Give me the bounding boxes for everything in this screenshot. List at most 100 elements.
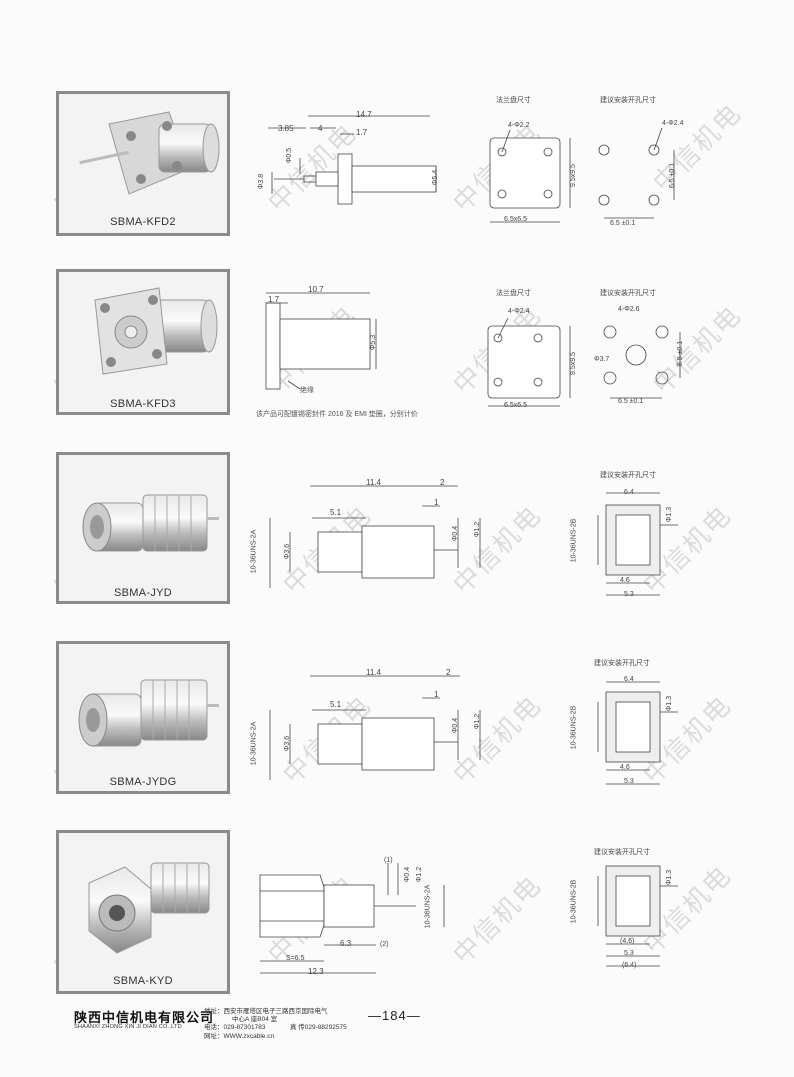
dim-p2: (2)	[380, 941, 389, 948]
mount-width: 6.5 ±0.1	[618, 398, 644, 405]
dim-thread: 10-36UNS-2A	[250, 721, 258, 766]
mount-thread: 10-36UNS-2B	[570, 518, 578, 563]
dim-d2: Φ1.2	[416, 866, 424, 883]
product-photo: SBMA-JYDG	[56, 641, 230, 794]
mount-dim-1: 6.4	[624, 676, 634, 683]
flange-height: 9.5x9.5	[569, 164, 577, 187]
flange-height: 9.5x9.5	[569, 352, 577, 375]
dim-d3: Φ5.4	[432, 169, 440, 186]
flange-caption: 法兰盘尺寸	[496, 97, 531, 104]
dim-total: 11.4	[366, 478, 381, 487]
side-drawing: 10.7 1.7 Φ5.3 绝缘	[258, 285, 398, 400]
mount-thread: 10-36UNS-2B	[570, 879, 578, 924]
mount-thread: 10-36UNS-2B	[570, 705, 578, 750]
dim-p1: (1)	[384, 857, 393, 864]
product-photo: SBMA-KFD2	[56, 91, 230, 236]
dim-d2: Φ3.8	[258, 173, 266, 190]
side-drawing: 11.4 2 5.1 1 Φ0.4 Φ1.2 Φ3.6 10-36UNS-2A	[250, 478, 502, 613]
hole-caption: 建议安装开孔尺寸	[600, 472, 656, 479]
product-name: SBMA-JYD	[113, 587, 173, 599]
connector-illustration	[82, 494, 219, 552]
dim-d1: Φ0.5	[286, 147, 294, 164]
dim-total: 10.7	[308, 285, 324, 294]
mount-drawing: 6.4 4.6 5.3 Φ1.3 10-36UNS-2B	[570, 672, 690, 797]
dim-mid: 6.3	[340, 939, 352, 948]
mount-dim-4: Φ1.3	[666, 695, 674, 712]
mount-dim-3: 5.3	[624, 950, 634, 957]
dim-c: 1.7	[356, 128, 368, 137]
product-name: SBMA-KFD3	[110, 398, 176, 410]
phone: 电话：029-87301783	[204, 1024, 266, 1031]
mount-dim-2: 4.6	[620, 764, 630, 771]
mount-height: 6.5 ±0.1	[669, 162, 677, 189]
dim-c: 1	[434, 498, 439, 507]
address-line-1: 地址：西安市雁塔区电子三路西京国际电气	[204, 1008, 328, 1015]
dim-b: 4	[318, 124, 323, 133]
product-note: 该产品可配镀锡密封件 2016 及 EMI 垫圈，分别计价	[256, 411, 418, 418]
dim-thread: 10-36UNS-2A	[250, 529, 258, 574]
connector-illustration	[88, 862, 210, 954]
side-drawing: 14.7 3.85 4 1.7 Φ0.5 Φ3.8 Φ5.4	[258, 108, 458, 233]
product-name: SBMA-KFD2	[110, 216, 176, 228]
dim-a: 2	[446, 668, 451, 677]
product-photo: SBMA-KYD	[56, 830, 230, 994]
dim-total: 14.7	[356, 110, 372, 119]
mount-dim-3: 5.3	[624, 778, 634, 785]
mount-drawing: 4-Φ2.6 Φ3.7 6.5 ±0.1 6.5 ±0.1	[584, 300, 694, 425]
dim-d1: Φ0.4	[452, 717, 460, 734]
product-photo: SBMA-KFD3	[56, 269, 230, 415]
address-line-2: 中心A 座B04 室	[232, 1016, 278, 1023]
mount-dim-1: 6.4	[624, 489, 634, 496]
dim-d2: Φ1.2	[474, 713, 482, 730]
mount-hole: 4-Φ2.4	[662, 120, 684, 127]
dim-c: 1	[434, 690, 439, 699]
flange-drawing: 4-Φ2.2 6.5x6.5 9.5x9.5	[474, 110, 584, 235]
company-name-en: SHAANXI ZHONG XIN JI DIAN CO.,LTD	[74, 1024, 182, 1030]
dim-thread: 10-36UNS-2A	[424, 884, 432, 929]
hole-caption: 建议安装开孔尺寸	[600, 97, 656, 104]
mount-hole: 4-Φ2.6	[618, 306, 640, 313]
mount-dim-4: Φ1.3	[666, 506, 674, 523]
connector-illustration	[94, 287, 218, 375]
flange-drawing: 4-Φ2.4 6.5x6.5 9.5x9.5	[474, 300, 584, 425]
dim-a: 2	[440, 478, 445, 487]
fax: 真 传029-88292575	[290, 1024, 347, 1031]
flange-caption: 法兰盘尺寸	[496, 290, 531, 297]
dim-hex: S=6.5	[286, 955, 305, 962]
page-number: —184—	[368, 1008, 421, 1023]
mount-dim-2: (4.6)	[620, 938, 635, 945]
dim-d3: Φ3.6	[284, 735, 292, 752]
flange-width: 6.5x6.5	[504, 216, 527, 223]
dim-c: 1.7	[268, 295, 280, 304]
connector-illustration	[79, 111, 220, 195]
dim-d1: Φ0.4	[404, 866, 412, 883]
side-drawing: (1) Φ0.4 Φ1.2 10-36UNS-2A S=6.5 6.3 (2) …	[256, 855, 476, 990]
flange-hole: 4-Φ2.2	[508, 122, 530, 129]
mount-height: 6.5 ±0.1	[677, 340, 685, 367]
mount-drawing: 4-Φ2.4 6.5 ±0.1 6.5 ±0.1	[584, 110, 694, 235]
mount-dim-4: Φ1.3	[666, 869, 674, 886]
company-name-cn: 陕西中信机电有限公司	[74, 1010, 215, 1025]
mount-width: 6.5 ±0.1	[610, 220, 636, 227]
insulator-label: 绝缘	[300, 387, 314, 394]
mount-center: Φ3.7	[594, 356, 610, 363]
mount-dim-2: 4.6	[620, 577, 630, 584]
dim-d2: Φ1.2	[474, 521, 482, 538]
dim-d3: Φ3.6	[284, 543, 292, 560]
dim-d1: Φ0.4	[452, 525, 460, 542]
product-name: SBMA-JYDG	[109, 776, 177, 788]
product-photo: SBMA-JYD	[56, 452, 230, 604]
flange-width: 6.5x6.5	[504, 402, 527, 409]
dim-d3: Φ5.3	[370, 334, 378, 351]
dim-total: 11.4	[366, 668, 381, 677]
website[interactable]: 网址：WWW.zxcable.cn	[204, 1033, 275, 1040]
hole-caption: 建议安装开孔尺寸	[594, 660, 650, 667]
dim-b: 5.1	[330, 508, 342, 517]
dim-total: 12.3	[308, 967, 324, 976]
side-drawing: 11.4 2 5.1 1 Φ0.4 Φ1.2 Φ3.6 10-36UNS-2A	[250, 666, 502, 801]
mount-drawing: 6.4 4.6 5.3 Φ1.3 10-36UNS-2B	[570, 485, 690, 610]
dim-a: 3.85	[278, 124, 294, 133]
mount-dim-3: 5.3	[624, 591, 634, 598]
mount-dim-5: (6.4)	[622, 962, 637, 969]
